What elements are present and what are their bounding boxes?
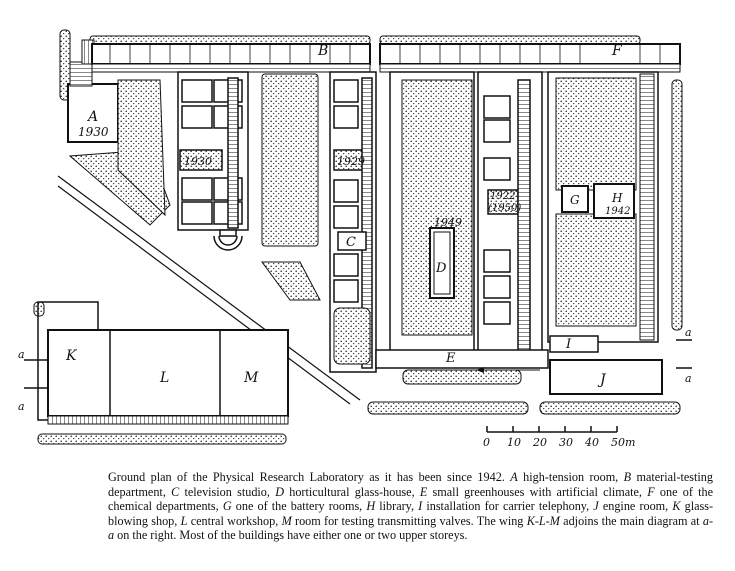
- left-triangle-garden: [117, 79, 166, 217]
- label-1929: 1929: [337, 155, 365, 168]
- caption-text-h: library,: [375, 499, 415, 514]
- caption-text-d: horticultural glass-house,: [284, 484, 415, 499]
- caption-text-c: television studio,: [179, 484, 270, 499]
- caption-text-end: on the right. Most of the buildings have…: [114, 528, 468, 543]
- label-1922: 1922: [490, 191, 515, 202]
- courtyard-d: 1949 D: [389, 71, 475, 363]
- label-a-right-2: a: [685, 372, 692, 385]
- label-m: M: [243, 370, 259, 386]
- diagonal-road: [57, 175, 361, 405]
- court-left: [261, 73, 319, 247]
- caption-text-klm: adjoins the main diagram at: [559, 513, 700, 528]
- label-i: I: [565, 337, 572, 352]
- lower-islands: [261, 261, 371, 365]
- caption-text-l: central workshop,: [187, 513, 279, 528]
- ground-plan: A 1930 B F: [18, 29, 692, 449]
- right-block: G H 1942: [547, 71, 659, 343]
- caption-key-b: B: [623, 470, 632, 484]
- label-j: J: [597, 372, 607, 388]
- label-a: A: [86, 109, 98, 125]
- label-h: H: [611, 191, 623, 205]
- wing-1922: [477, 71, 543, 363]
- round-stair: [213, 229, 243, 251]
- caption-key-a: A: [510, 470, 518, 484]
- label-a-year: 1930: [78, 125, 109, 139]
- caption-text-k: glass-blowing shop,: [108, 499, 714, 528]
- caption-text-b: material-testing department,: [108, 470, 713, 499]
- label-1930: 1930: [184, 155, 212, 168]
- label-a-right-1: a: [685, 326, 692, 339]
- label-a-left-1: a: [18, 348, 25, 361]
- caption-text-a: high-tension room,: [517, 470, 619, 484]
- building-b: B: [91, 43, 371, 73]
- figure-caption: Ground plan of the Physical Research Lab…: [108, 470, 713, 543]
- label-1949: 1949: [434, 216, 462, 229]
- caption-text-j: engine room,: [598, 499, 669, 514]
- caption-text-i: installation for carrier telephony,: [422, 499, 590, 514]
- label-b: B: [317, 43, 328, 59]
- scale-tick-0: 0: [483, 436, 490, 449]
- building-i-j: [549, 335, 663, 395]
- caption-intro: Ground plan of the Physical Research Lab…: [108, 470, 505, 484]
- wing-1930: [177, 71, 249, 231]
- caption-key-c: C: [171, 484, 180, 499]
- label-1950: (1950): [488, 203, 521, 214]
- label-a-left-2: a: [18, 400, 25, 413]
- caption-text-g: one of the battery rooms,: [231, 499, 363, 514]
- scale-tick-10: 10: [507, 436, 521, 449]
- label-e: E: [445, 351, 456, 366]
- caption-key-h: H: [366, 499, 376, 514]
- caption-text-f: one of the chemical departments,: [108, 484, 714, 514]
- caption-key-f: F: [647, 484, 655, 499]
- caption-key-e: E: [419, 484, 428, 499]
- caption-key-g: G: [222, 499, 232, 514]
- caption-key-k: K: [672, 499, 681, 514]
- building-f: F: [379, 43, 681, 73]
- label-l: L: [159, 370, 169, 386]
- label-1942: 1942: [605, 206, 630, 217]
- garden-strips: [33, 29, 683, 445]
- caption-key-aa: a-a: [108, 513, 714, 543]
- caption-text-e: small greenhouses with artificial climat…: [427, 484, 642, 499]
- caption-key-i: I: [418, 499, 423, 514]
- label-k: K: [65, 348, 78, 364]
- scale-bar: [486, 426, 618, 433]
- right-aa-markers: [676, 339, 692, 369]
- label-d: D: [435, 261, 447, 276]
- caption-key-j: J: [593, 499, 599, 514]
- wing-klm: [24, 301, 289, 425]
- caption-text-m: room for testing transmitting valves. Th…: [291, 513, 524, 528]
- label-c: C: [346, 235, 356, 250]
- caption-key-l: L: [180, 513, 188, 528]
- caption-key-klm: K-L-M: [526, 513, 560, 528]
- label-g: G: [570, 193, 580, 207]
- scale-tick-20: 20: [532, 436, 547, 449]
- corridor-e: E: [375, 349, 549, 373]
- caption-key-m: M: [281, 513, 292, 528]
- scale-tick-30: 30: [559, 436, 573, 449]
- caption-key-d: D: [275, 484, 284, 499]
- label-f: F: [611, 43, 623, 59]
- scale-tick-40: 40: [584, 436, 599, 449]
- scale-tick-50: 50m: [611, 436, 635, 449]
